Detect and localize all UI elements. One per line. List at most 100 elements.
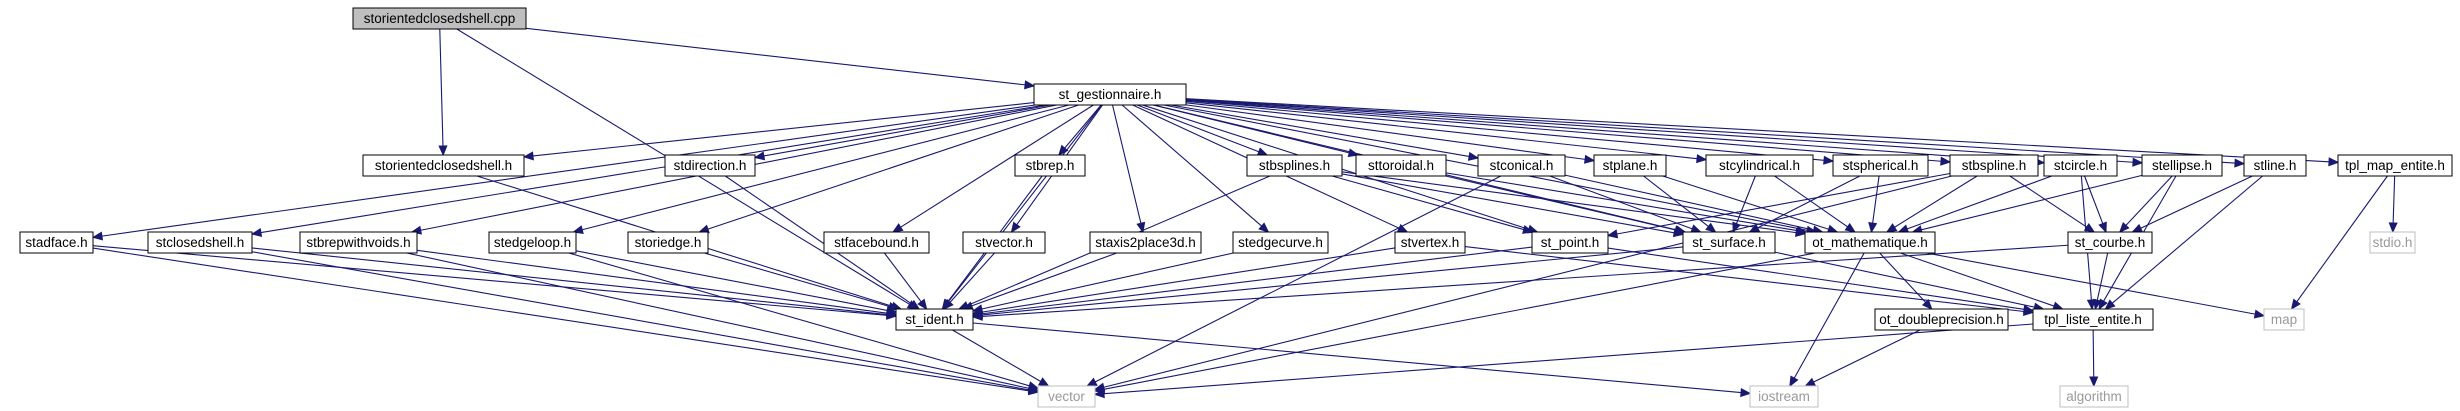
edge-line (1185, 102, 1698, 160)
node-label: tpl_map_entite.h (2345, 158, 2445, 173)
edge-line (947, 104, 1103, 303)
node-stadface-h[interactable]: stadface.h (19, 231, 94, 254)
edge-line (949, 252, 995, 303)
arrowhead (2118, 221, 2130, 233)
edge-n1-n17 (1170, 104, 1480, 161)
edge-line (2392, 175, 2396, 224)
node-label: stcylindrical.h (1719, 158, 1800, 173)
node-ot-mathematique-h[interactable]: ot_mathematique.h (1804, 231, 1936, 254)
edge-line (568, 252, 1030, 387)
node-box (2059, 385, 2129, 408)
node-label: stplane.h (1603, 158, 1658, 173)
edge-n20-n21 (1732, 175, 1756, 234)
node-box (2067, 231, 2153, 254)
node-box (627, 231, 709, 254)
edge-line (2296, 175, 2388, 303)
edge-line (1094, 175, 1502, 383)
node-stdirection-h[interactable]: stdirection.h (664, 154, 756, 177)
edge-line (981, 252, 1234, 310)
edge-line (724, 175, 913, 305)
node-box (362, 154, 525, 177)
node-label: sttoroidal.h (1368, 158, 1434, 173)
node-stcircle-h[interactable]: stcircle.h (2043, 154, 2118, 177)
node-algorithm: algorithm (2059, 385, 2129, 408)
edge-n25-n29 (2084, 175, 2107, 234)
node-stbspline-h[interactable]: stbspline.h (1949, 154, 2039, 177)
node-sttoroidal-h[interactable]: sttoroidal.h (1355, 154, 1447, 177)
node-staxis2place3d-h[interactable]: staxis2place3d.h (1089, 231, 1202, 254)
edge-n24-n33 (1900, 252, 2064, 311)
node-ot-doubleprecision-h[interactable]: ot_doubleprecision.h (1874, 308, 2009, 331)
edge-n14-n18 (1331, 175, 1534, 234)
node-stclosedshell-h[interactable]: stclosedshell.h (147, 231, 253, 254)
edge-line (763, 104, 1051, 157)
arrowhead (2253, 309, 2266, 319)
edge-line (2140, 175, 2253, 229)
node-st-surface-h[interactable]: st_surface.h (1682, 231, 1776, 254)
edge-n15-n24 (1445, 172, 1808, 235)
node-stdio-h: stdio.h (2369, 231, 2416, 254)
arrowhead (1086, 377, 1098, 387)
node-stvertex-h[interactable]: stvertex.h (1394, 231, 1466, 254)
arrowhead (1024, 80, 1036, 90)
node-stspherical-h[interactable]: stspherical.h (1832, 154, 1929, 177)
node-stfacebound-h[interactable]: stfacebound.h (823, 231, 930, 254)
node-label: stbrep.h (1026, 158, 1075, 173)
edge-n1-n23 (1185, 100, 1952, 166)
arrowhead (1804, 377, 1817, 387)
node-stcylindrical-h[interactable]: stcylindrical.h (1705, 154, 1814, 177)
edge-n3-n31 (92, 245, 898, 320)
node-stbrepwithvoids-h[interactable]: stbrepwithvoids.h (299, 231, 418, 254)
arrowhead (1844, 222, 1856, 233)
node-tpl-map-entite-h[interactable]: tpl_map_entite.h (2337, 154, 2453, 177)
node-label: stadface.h (25, 235, 87, 250)
node-stplane-h[interactable]: stplane.h (1593, 154, 1667, 177)
edge-line (416, 249, 888, 314)
edge-line (1185, 98, 2330, 163)
node-stbrep-h[interactable]: stbrep.h (1014, 154, 1086, 177)
edge-line (2084, 175, 2104, 224)
node-stedgeloop-h[interactable]: stedgeloop.h (488, 231, 577, 254)
node-box (1949, 154, 2039, 177)
edge-n1-n19 (1185, 104, 1596, 164)
node-stbsplines-h[interactable]: stbsplines.h (1246, 154, 1343, 177)
arrowhead (1885, 223, 1898, 233)
node-stellipse-h[interactable]: stellipse.h (2141, 154, 2223, 177)
node-box (1804, 231, 1936, 254)
arrowhead (887, 301, 900, 311)
node-storiedge-h[interactable]: storiedge.h (627, 231, 709, 254)
edge-line (406, 252, 1030, 389)
edge-n28-n34 (2290, 175, 2388, 311)
node-stedgecurve-h[interactable]: stedgecurve.h (1232, 231, 1329, 254)
edge-n33-n37 (2089, 329, 2099, 388)
edge-line (1616, 172, 1951, 235)
node-stvector-h[interactable]: stvector.h (962, 231, 1046, 254)
node-stconical-h[interactable]: stconical.h (1477, 154, 1566, 177)
edge-n19-n24 (1662, 175, 1839, 234)
edge-line (251, 247, 888, 316)
edge-line (1549, 175, 1693, 230)
edge-line (1064, 104, 1102, 149)
arrowhead (891, 223, 904, 233)
node-st-point-h[interactable]: st_point.h (1531, 231, 1609, 254)
edge-n1-n22 (1185, 100, 1835, 165)
edge-n1-n8 (753, 104, 1051, 161)
node-st-gestionnaire-h[interactable]: st_gestionnaire.h (1033, 83, 1187, 106)
node-storientedclosedshell-cpp[interactable]: storientedclosedshell.cpp (352, 7, 527, 30)
edge-line (2096, 252, 2109, 301)
arrowhead (1467, 151, 1480, 161)
edge-line (1643, 175, 1709, 227)
edge-n23-n18 (1606, 172, 1951, 239)
node-label: stedgecurve.h (1238, 235, 1323, 250)
node-stline-h[interactable]: stline.h (2243, 154, 2307, 177)
edge-line (1185, 98, 2236, 164)
edge-line (1137, 104, 1260, 153)
edge-n20-n24 (1774, 175, 1856, 233)
edge-n25-n24 (1897, 175, 2052, 234)
node-box (664, 154, 756, 177)
node-tpl-liste-entite-h[interactable]: tpl_liste_entite.h (2032, 308, 2154, 331)
edge-line (1341, 173, 1675, 234)
node-storientedclosedshell-h[interactable]: storientedclosedshell.h (362, 154, 525, 177)
node-st-ident-h[interactable]: st_ident.h (895, 308, 974, 331)
node-st-courbe-h[interactable]: st_courbe.h (2067, 231, 2153, 254)
